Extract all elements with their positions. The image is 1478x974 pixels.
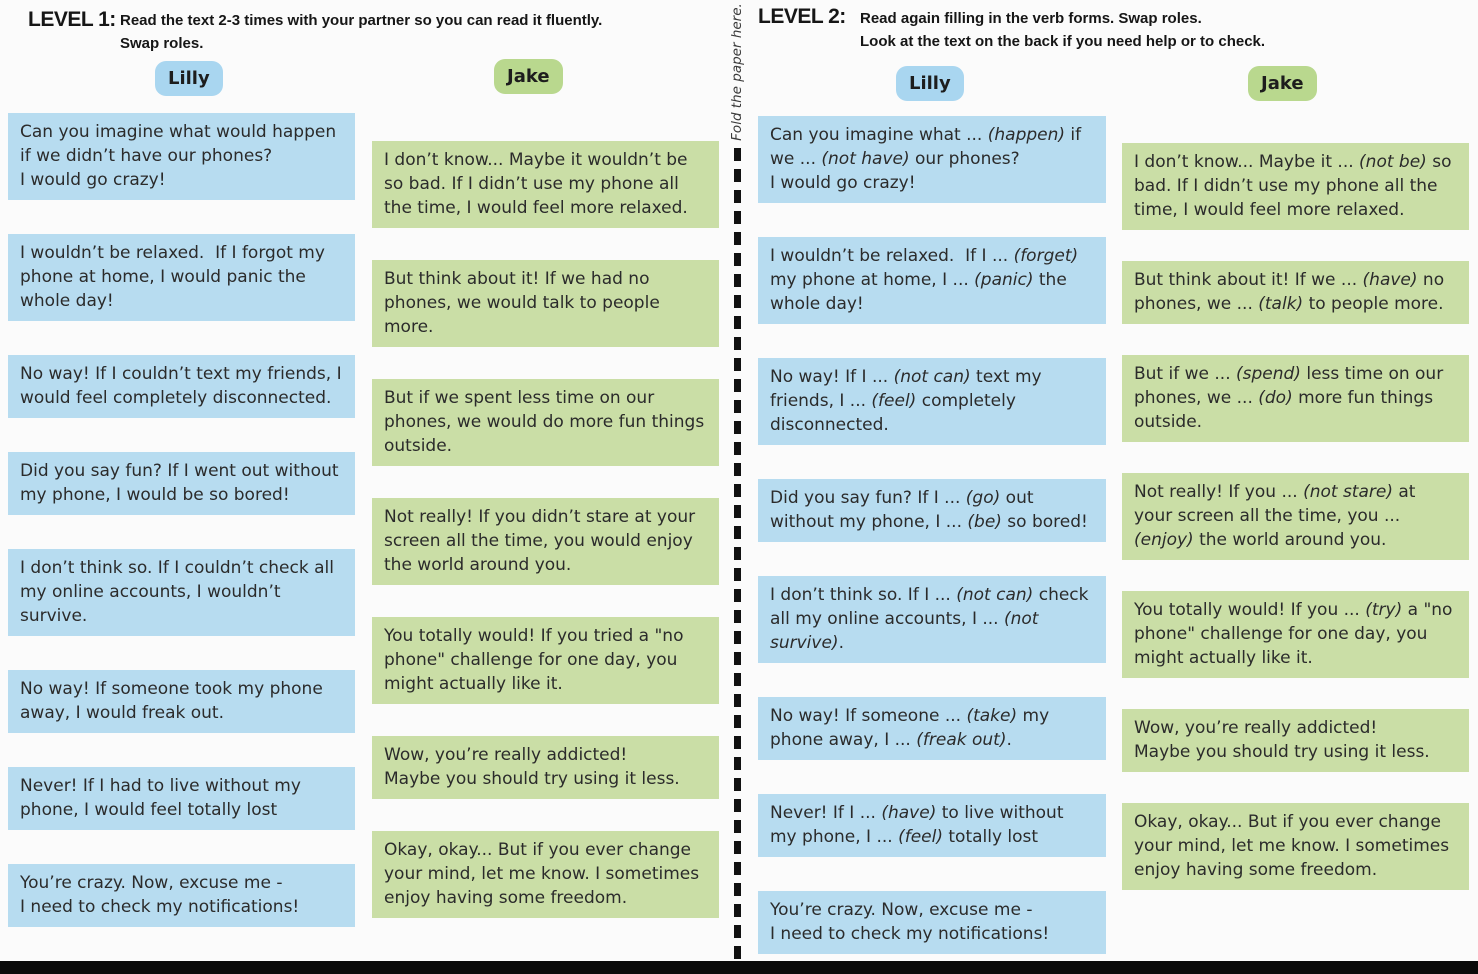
speech-bubble: Can you imagine what ... (happen) if we …: [758, 116, 1106, 203]
verb-hint: (not be): [1359, 152, 1427, 172]
dialogue-column-jake-level1: I don’t know... Maybe it wouldn’t be so …: [372, 141, 719, 918]
dialogue-column-lilly-level2: Can you imagine what ... (happen) if we …: [758, 116, 1106, 954]
verb-hint: (spend): [1236, 364, 1301, 384]
speech-bubble: No way! If someone ... (take) my phone a…: [758, 697, 1106, 760]
speech-bubble: Did you say fun? If I ... (go) out witho…: [758, 479, 1106, 542]
speech-bubble: Okay, okay... But if you ever change you…: [372, 831, 719, 918]
speech-bubble: But if we ... (spend) less time on our p…: [1122, 355, 1469, 442]
speech-bubble: You’re crazy. Now, excuse me - I need to…: [758, 891, 1106, 954]
verb-hint: (not can): [956, 585, 1034, 605]
verb-hint: (try): [1365, 600, 1403, 620]
speech-bubble: But if we spent less time on our phones,…: [372, 379, 719, 466]
verb-hint: (be): [967, 512, 1002, 532]
verb-hint: (feel): [898, 827, 943, 847]
dialogue-column-lilly-level1: Can you imagine what would happen if we …: [8, 113, 355, 927]
speech-bubble: Never! If I ... (have) to live without m…: [758, 794, 1106, 857]
speech-bubble: No way! If I ... (not can) text my frien…: [758, 358, 1106, 445]
verb-hint: (forget): [1013, 246, 1079, 266]
speech-bubble: Not really! If you ... (not stare) at yo…: [1122, 473, 1469, 560]
speaker-badge-jake-level1: Jake: [494, 59, 563, 94]
speech-bubble: You’re crazy. Now, excuse me - I need to…: [8, 864, 355, 927]
verb-hint: (do): [1258, 388, 1293, 408]
verb-hint: (have): [1362, 270, 1418, 290]
speaker-badge-lilly-level2: Lilly: [896, 66, 964, 101]
speech-bubble: Did you say fun? If I went out without m…: [8, 452, 355, 515]
speech-bubble: Not really! If you didn’t stare at your …: [372, 498, 719, 585]
verb-hint: (take): [966, 706, 1018, 726]
speech-bubble: I wouldn’t be relaxed. If I forgot my ph…: [8, 234, 355, 321]
verb-hint: (not have): [821, 149, 910, 169]
verb-hint: (enjoy): [1134, 530, 1194, 550]
verb-hint: (not stare): [1303, 482, 1393, 502]
speech-bubble: I don’t know... Maybe it wouldn’t be so …: [372, 141, 719, 228]
verb-hint: (happen): [987, 125, 1066, 145]
speech-bubble: I don’t think so. If I couldn’t check al…: [8, 549, 355, 636]
verb-hint: (freak out): [916, 730, 1007, 750]
speech-bubble: You totally would! If you ... (try) a "n…: [1122, 591, 1469, 678]
speech-bubble: Never! If I had to live without my phone…: [8, 767, 355, 830]
verb-hint: (not survive): [770, 609, 1044, 653]
speech-bubble: Can you imagine what would happen if we …: [8, 113, 355, 200]
speech-bubble: Wow, you’re really addicted! Maybe you s…: [372, 736, 719, 799]
speech-bubble: Wow, you’re really addicted! Maybe you s…: [1122, 709, 1469, 772]
verb-hint: (talk): [1258, 294, 1304, 314]
verb-hint: (go): [965, 488, 1001, 508]
speech-bubble: I don’t know... Maybe it ... (not be) so…: [1122, 143, 1469, 230]
speech-bubble: No way! If someone took my phone away, I…: [8, 670, 355, 733]
level1-instructions: Read the text 2-3 times with your partne…: [120, 12, 603, 52]
speaker-badge-lilly-level1: Lilly: [155, 61, 223, 96]
fold-dashed-line: [734, 148, 741, 974]
speech-bubble: But think about it! If we ... (have) no …: [1122, 261, 1469, 324]
dialogue-column-jake-level2: I don’t know... Maybe it ... (not be) so…: [1122, 143, 1469, 890]
speech-bubble: I don’t think so. If I ... (not can) che…: [758, 576, 1106, 663]
speech-bubble: But think about it! If we had no phones,…: [372, 260, 719, 347]
speech-bubble: I wouldn’t be relaxed. If I ... (forget)…: [758, 237, 1106, 324]
level2-title: LEVEL 2:: [758, 5, 846, 28]
bottom-edge-bar: [0, 961, 1478, 974]
level1-title: LEVEL 1:: [28, 8, 116, 31]
level2-instructions: Read again filling in the verb forms. Sw…: [860, 10, 1266, 50]
speaker-badge-jake-level2: Jake: [1248, 66, 1317, 101]
verb-hint: (feel): [871, 391, 917, 411]
speech-bubble: Okay, okay... But if you ever change you…: [1122, 803, 1469, 890]
verb-hint: (panic): [974, 270, 1034, 290]
verb-hint: (not can): [893, 367, 971, 387]
speech-bubble: You totally would! If you tried a "no ph…: [372, 617, 719, 704]
speech-bubble: No way! If I couldn’t text my friends, I…: [8, 355, 355, 418]
verb-hint: (have): [881, 803, 937, 823]
fold-label: Fold the paper here.: [729, 3, 745, 141]
